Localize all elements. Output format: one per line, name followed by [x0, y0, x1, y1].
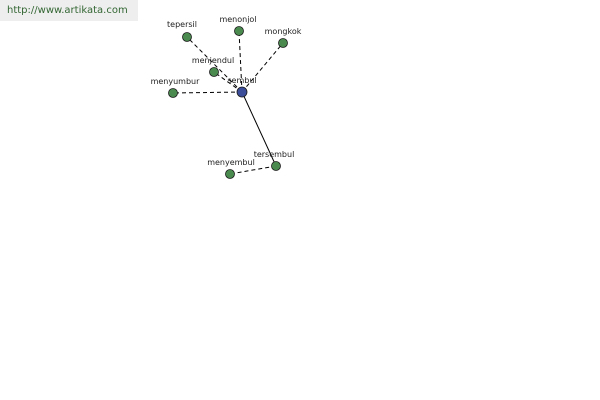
- node-tersembul[interactable]: [271, 161, 281, 171]
- edge-sembul-mongkok: [241, 42, 284, 93]
- nodes-layer: [168, 26, 288, 179]
- edge-tersembul-menyembul: [229, 165, 277, 175]
- node-label-menjendul[interactable]: menjendul: [192, 56, 234, 65]
- edge-sembul-tepersil: [186, 36, 243, 93]
- labels-layer: sembul tepersil menonjol mongkok menjendul me…: [151, 15, 302, 167]
- node-mongkok[interactable]: [278, 38, 288, 48]
- edge-sembul-tersembul: [241, 91, 277, 167]
- node-label-mongkok[interactable]: mongkok: [265, 27, 302, 36]
- node-label-sembul[interactable]: sembul: [227, 76, 256, 85]
- node-label-tersembul[interactable]: tersembul: [254, 150, 295, 159]
- node-label-menyumbur[interactable]: menyumbur: [151, 77, 201, 86]
- node-label-menonjol[interactable]: menonjol: [219, 15, 256, 24]
- edge-sembul-menyumbur: [172, 91, 243, 94]
- node-tepersil[interactable]: [182, 32, 192, 42]
- node-menyembul[interactable]: [225, 169, 235, 179]
- node-label-tepersil[interactable]: tepersil: [167, 20, 197, 29]
- site-url-link[interactable]: http://www.artikata.com: [0, 0, 138, 21]
- node-menjendul[interactable]: [209, 67, 219, 77]
- edges-layer: [172, 30, 284, 175]
- edge-sembul-menjendul: [213, 71, 243, 93]
- node-menonjol[interactable]: [234, 26, 244, 36]
- node-menyumbur[interactable]: [168, 88, 178, 98]
- edge-sembul-menonjol: [238, 30, 243, 93]
- node-sembul[interactable]: [236, 86, 248, 98]
- node-label-menyembul[interactable]: menyembul: [207, 158, 255, 167]
